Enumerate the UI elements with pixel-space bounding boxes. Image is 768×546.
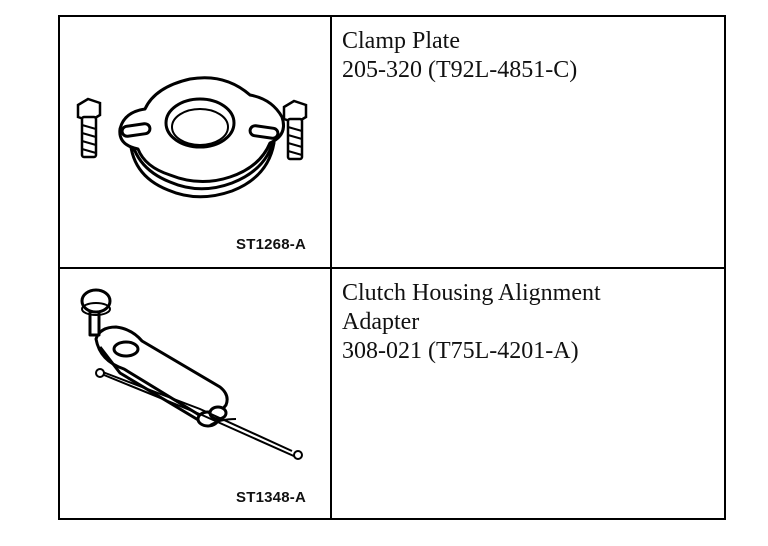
image-code: ST1268-A [236,236,306,253]
part-number: 205-320 (T92L-4851-C) [342,57,578,83]
tool-description-cell: Clutch Housing Alignment Adapter 308-021… [332,269,724,520]
tool-image-cell: ST1268-A [60,17,330,267]
alignment-adapter-drawing-icon [80,288,303,460]
tool-description: Clamp Plate 205-320 (T92L-4851-C) [342,27,577,85]
part-number: 308-021 (T75L-4201-A) [342,338,579,364]
tool-name: Clamp Plate [342,28,460,54]
image-code: ST1348-A [236,489,306,506]
tool-description-cell: Clamp Plate 205-320 (T92L-4851-C) [332,17,724,267]
row-divider [60,267,724,269]
clamp-plate-drawing-icon [76,76,308,199]
tool-name: Clutch Housing Alignment Adapter [342,280,601,335]
tool-table: ST1268-A Clamp Plate 205-320 (T92L-4851-… [58,15,726,520]
tool-description: Clutch Housing Alignment Adapter 308-021… [342,279,601,366]
tool-image-cell: ST1348-A [60,269,330,520]
